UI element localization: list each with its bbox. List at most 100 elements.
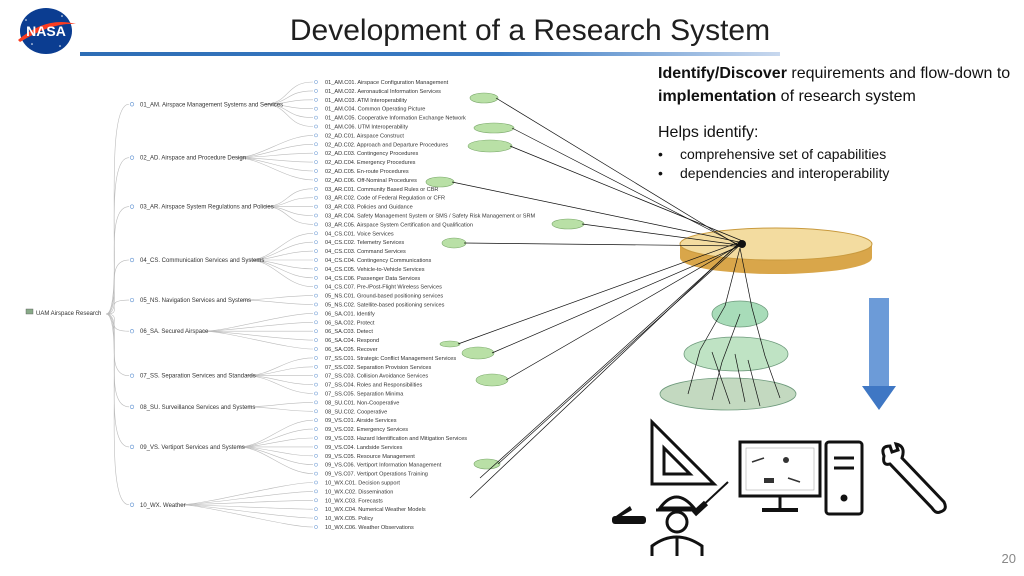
capability-item[interactable]: 01_AM.C02. Aeronautical Information Serv… [325,89,441,95]
capability-item[interactable]: 07_SS.C05. Separation Minima [325,392,404,398]
capability-item[interactable]: 08_SU.C01. Non-Cooperative [325,400,399,406]
category-label[interactable]: 02_AD. Airspace and Procedure Design [140,156,246,162]
capability-item[interactable]: 02_AD.C02. Approach and Departure Proced… [325,142,448,148]
item-node-icon [314,142,318,147]
page-number: 20 [1001,551,1016,566]
category-expand-icon[interactable] [129,257,135,263]
highlight-oval [467,139,513,153]
capability-item[interactable]: 04_CS.C03. Command Services [325,249,406,255]
capability-item[interactable]: 09_VS.C02. Emergency Services [325,427,408,433]
bullet-text: dependencies and interoperability [680,165,890,181]
capability-item[interactable]: 04_CS.C01. Voice Services [325,231,394,237]
capability-item[interactable]: 01_AM.C01. Airspace Configuration Manage… [325,80,449,86]
capability-item[interactable]: 10_WX.C02. Dissemination [325,489,393,495]
capability-item[interactable]: 06_SA.C01. Identify [325,311,375,317]
item-node-icon [314,267,318,271]
category-label[interactable]: 10_WX. Weather [140,503,186,509]
item-node-icon [314,178,318,182]
capability-item[interactable]: 09_VS.C03. Hazard Identification and Mit… [325,436,467,442]
intro-text-part1: requirements and flow-down to [786,65,1011,82]
capability-item[interactable]: 03_AR.C02. Code of Federal Regulation or… [325,196,445,202]
svg-text:NASA: NASA [26,23,66,39]
category-label[interactable]: 01_AM. Airspace Management Systems and S… [140,102,283,108]
item-node-icon [314,436,318,440]
identify-discover-label: Identify/Discover [658,65,787,82]
capability-item[interactable]: 09_VS.C05. Resource Management [325,454,415,460]
capability-item[interactable]: 06_SA.C04. Respond [325,338,379,344]
capability-item[interactable]: 04_CS.C06. Passenger Data Services [325,276,420,282]
capability-item[interactable]: 10_WX.C05. Policy [325,516,373,522]
capability-item[interactable]: 04_CS.C05. Vehicle-to-Vehicle Services [325,267,425,273]
category-label[interactable]: 08_SU. Surveillance Services and Systems [140,405,255,411]
capability-item[interactable]: 04_CS.C07. Pre-/Post-Flight Wireless Ser… [325,285,442,291]
capability-item[interactable]: 09_VS.C01. Airside Services [325,418,397,424]
down-arrow-icon [862,298,896,410]
capability-item[interactable]: 06_SA.C05. Recover [325,347,378,353]
item-node-icon [314,391,318,396]
capability-item[interactable]: 02_AD.C03. Contingency Procedures [325,151,418,157]
item-node-icon [314,302,318,307]
category-expand-icon[interactable] [129,204,135,209]
category-expand-icon[interactable] [129,404,135,409]
intro-text: Identify/Discover requirements and flow-… [658,62,1018,108]
item-node-icon [314,222,318,227]
capability-item[interactable]: 07_SS.C01. Strategic Conflict Management… [325,356,456,362]
capability-item[interactable]: 07_SS.C03. Collision Avoidance Services [325,374,428,380]
capability-item[interactable]: 02_AD.C04. Emergency Procedures [325,160,416,166]
category-expand-icon[interactable] [129,102,135,107]
item-node-icon [314,329,318,334]
capability-item[interactable]: 09_VS.C07. Vertiport Operations Training [325,472,428,478]
category-label[interactable]: 09_VS. Vertiport Services and Systems [140,445,245,451]
capability-item[interactable]: 05_NS.C02. Satellite-based positioning s… [325,303,445,309]
capability-item[interactable]: 10_WX.C04. Numerical Weather Models [325,507,426,513]
capability-item[interactable]: 09_VS.C06. Vertiport Information Managem… [325,463,442,469]
item-node-icon [314,462,318,467]
capability-item[interactable]: 10_WX.C06. Weather Observations [325,525,414,531]
category-label[interactable]: 06_SA. Secured Airspace [140,329,209,335]
capability-item[interactable]: 03_AR.C05. Airspace System Certification… [325,222,473,228]
capability-item[interactable]: 06_SA.C03. Detect [325,329,373,335]
item-node-icon [314,320,318,325]
category-expand-icon[interactable] [129,297,135,303]
category-expand-icon[interactable] [129,155,135,160]
capability-item[interactable]: 01_AM.C05. Cooperative Information Excha… [325,116,466,122]
capability-item[interactable]: 04_CS.C04. Contingency Communications [325,258,432,264]
category-label[interactable]: 07_SS. Separation Services and Standards [140,374,256,380]
capability-item[interactable]: 03_AR.C04. Safety Management System or S… [325,214,536,220]
item-node-icon [314,364,318,369]
capability-item[interactable]: 07_SS.C02. Separation Provision Services [325,365,432,371]
category-expand-icon[interactable] [129,444,135,450]
capability-item[interactable]: 01_AM.C04. Common Operating Picture [325,107,425,113]
capability-item[interactable]: 03_AR.C03. Policies and Guidance [325,205,413,211]
root-label[interactable]: UAM Airspace Research [36,311,101,317]
capability-item[interactable]: 05_NS.C01. Ground-based positioning serv… [325,294,443,300]
item-node-icon [314,195,318,200]
category-label[interactable]: 03_AR. Airspace System Regulations and P… [140,205,274,211]
capability-item[interactable]: 04_CS.C02. Telemetry Services [325,240,404,246]
capability-item[interactable]: 02_AD.C06. Off-Nominal Procedures [325,178,417,184]
item-node-icon [314,106,318,111]
capability-item[interactable]: 06_SA.C02. Protect [325,320,375,326]
capability-item[interactable]: 01_AM.C03. ATM Interoperability [325,98,407,104]
category-expand-icon[interactable] [129,373,135,378]
capability-item[interactable]: 02_AD.C05. En-route Procedures [325,169,409,175]
category-label[interactable]: 04_CS. Communication Services and System… [140,258,264,264]
item-node-icon [314,115,318,120]
capability-item[interactable]: 03_AR.C01. Community Based Rules or CBR [325,187,438,193]
capability-item[interactable]: 01_AM.C06. UTM Interoperability [325,125,408,131]
capability-item[interactable]: 08_SU.C02. Cooperative [325,409,387,415]
category-expand-icon[interactable] [129,329,135,334]
capability-item[interactable]: 02_AD.C01. Airspace Construct [325,133,404,139]
category-label[interactable]: 05_NS. Navigation Services and Systems [140,298,251,304]
item-node-icon [314,133,318,138]
capability-item[interactable]: 07_SS.C04. Roles and Responsibilities [325,383,423,389]
capability-item[interactable]: 10_WX.C01. Decision support [325,481,400,487]
category-expand-icon[interactable] [129,502,135,507]
research-system-pyramid [659,227,873,411]
item-node-icon [314,124,318,129]
capability-item[interactable]: 10_WX.C03. Forecasts [325,498,383,504]
item-node-icon [314,169,318,173]
item-node-icon [314,231,318,236]
capability-item[interactable]: 09_VS.C04. Landside Services [325,445,403,451]
